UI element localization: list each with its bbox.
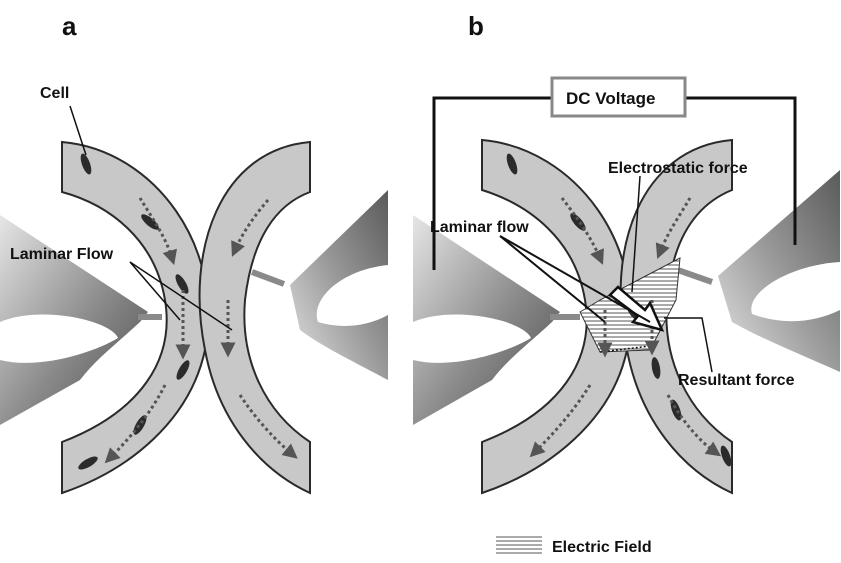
- laminar-flow-label: Laminar Flow: [10, 246, 114, 263]
- left-electrode-tip: [138, 314, 162, 320]
- cell-pointer: [69, 105, 87, 156]
- flow-arrow: [529, 384, 592, 458]
- cell: [670, 399, 682, 421]
- panel-b-label: b: [468, 11, 484, 41]
- flow-arrow: [138, 197, 177, 266]
- cell: [141, 214, 159, 230]
- flow-arrow: [560, 197, 604, 265]
- cell: [176, 360, 190, 380]
- laminar-flow-pointer: [129, 261, 233, 331]
- left-channel: [61, 140, 210, 495]
- laminar-flow-pointer: [499, 235, 651, 323]
- electric-field-legend-label: Electric Field: [552, 539, 652, 556]
- panel-a-label: a: [62, 11, 77, 41]
- cell-label: Cell: [40, 85, 69, 102]
- legend: Electric Field: [496, 536, 652, 556]
- resultant-force-label: Resultant force: [678, 372, 795, 389]
- laminar-flow-label: Laminar flow: [430, 219, 529, 236]
- laminar-flow-pointer: [499, 235, 606, 323]
- dc-voltage-box: [550, 76, 687, 118]
- voltage-wire-right: [685, 96, 797, 245]
- resultant-force-arrow: [608, 285, 665, 332]
- right-electrode-tip: [250, 269, 286, 287]
- electric-field-swatch: [496, 536, 542, 556]
- right-channel: [198, 140, 311, 495]
- left-electrode-tip: [550, 314, 580, 320]
- flow-arrow: [655, 197, 692, 259]
- cell: [720, 445, 732, 467]
- panel-a: a Cell Laminar Flo: [0, 11, 388, 495]
- resultant-force-pointer: [664, 317, 713, 373]
- electrostatic-force-label: Electrostatic force: [608, 160, 748, 177]
- voltage-wire-left: [432, 96, 552, 270]
- right-electrode: [718, 170, 840, 372]
- electrostatic-force-pointer: [631, 175, 641, 293]
- dc-voltage-label: DC Voltage: [566, 89, 655, 108]
- cell: [651, 357, 661, 379]
- right-electrode-cutout: [751, 262, 840, 322]
- left-electrode-cutout: [413, 314, 531, 363]
- cell: [80, 153, 92, 175]
- cell: [133, 415, 147, 435]
- flow-arrow: [104, 384, 167, 464]
- right-electrode-cutout: [316, 265, 388, 326]
- flow-arrow: [231, 199, 270, 257]
- left-channel: [481, 138, 632, 495]
- cell: [506, 153, 518, 175]
- cell: [78, 456, 98, 470]
- cell: [175, 274, 189, 294]
- flow-arrow: [238, 394, 298, 459]
- laminar-flow-pointer: [129, 261, 181, 321]
- left-electrode-cutout: [0, 314, 118, 363]
- cell: [570, 213, 586, 231]
- flow-arrow: [666, 394, 722, 457]
- panel-b: b: [413, 11, 840, 495]
